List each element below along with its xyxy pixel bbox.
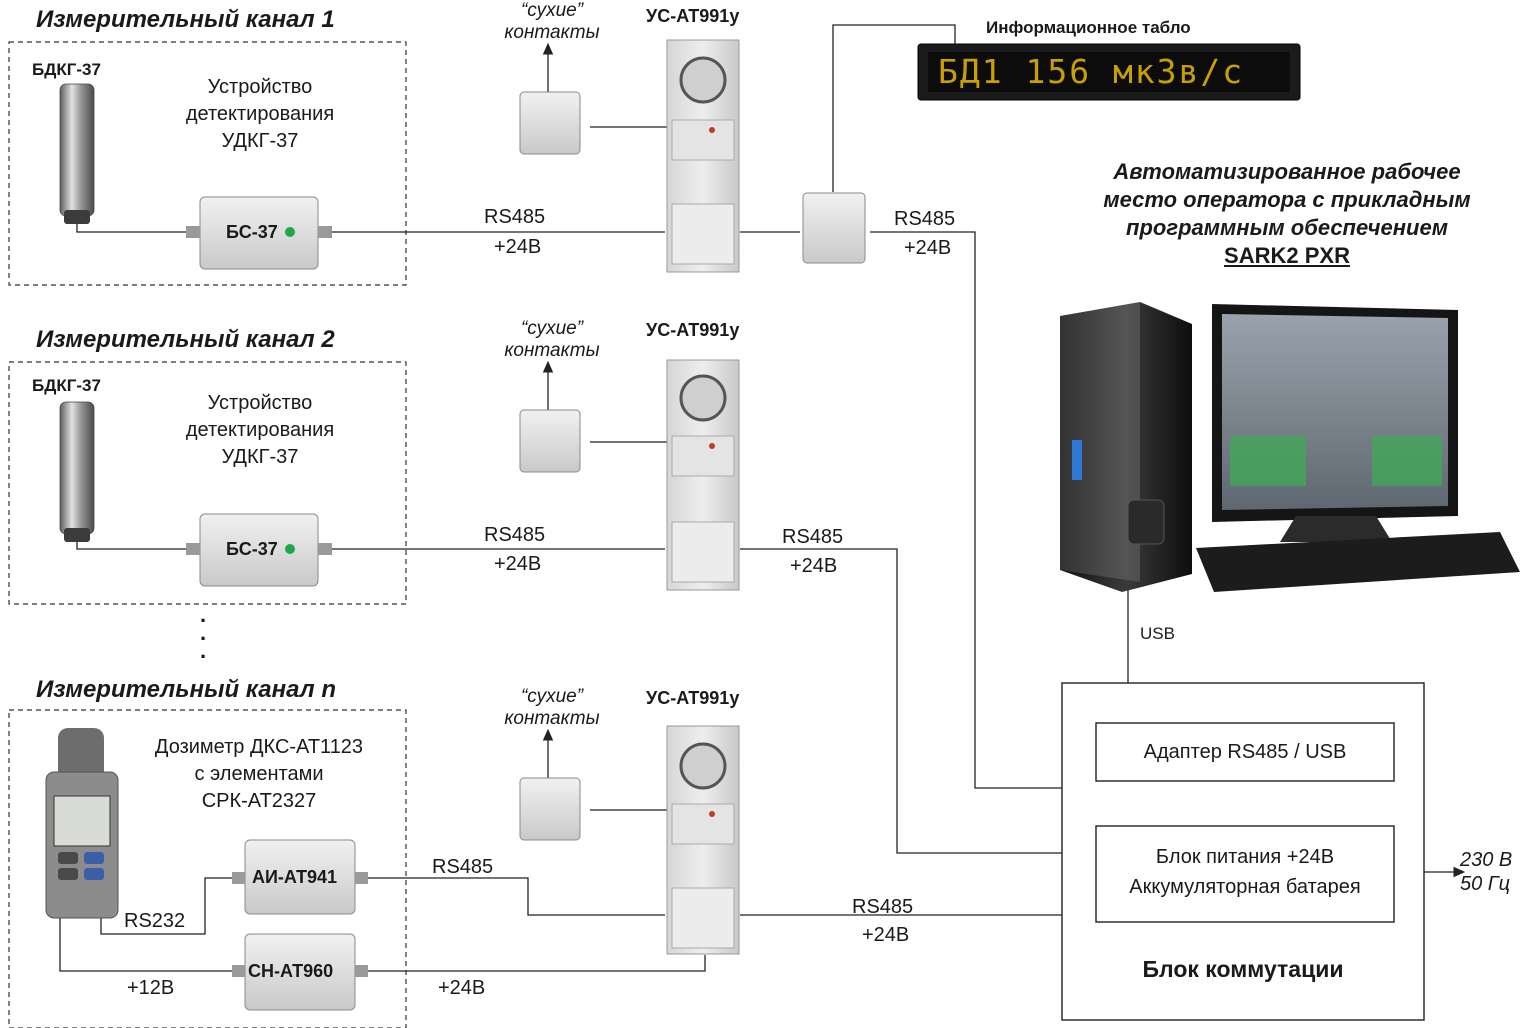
us-panel-icon xyxy=(666,359,740,591)
power-label: Блок питания +24В Аккумуляторная батарея xyxy=(1129,846,1361,898)
info-board-title: Информационное табло xyxy=(986,18,1191,37)
ai-at941-label: АИ-АТ941 xyxy=(252,867,338,887)
link-label: +24В xyxy=(438,977,486,999)
adapter-label: Адаптер RS485 / USB xyxy=(1143,741,1347,763)
junction-box-icon xyxy=(186,196,332,270)
link-label: +24В xyxy=(494,236,542,258)
link-label: RS485 xyxy=(894,208,956,230)
us-label: УС-АТ991у xyxy=(646,6,740,26)
info-board-icon xyxy=(917,43,1301,101)
cylinder-detector-icon xyxy=(59,83,95,224)
cylinder-detector-icon xyxy=(59,401,95,542)
device-description: Устройство детектирования УДКГ-37 xyxy=(185,392,335,468)
us-panel-icon xyxy=(666,39,740,273)
junction-box-icon xyxy=(232,839,368,915)
ellipsis-dots: ... xyxy=(200,602,207,663)
handheld-dosimeter-icon xyxy=(45,728,119,919)
link-label: +24В xyxy=(862,924,910,946)
dry-contacts-label: “сухие”контакты xyxy=(504,686,600,729)
link-label: RS485 xyxy=(432,856,494,878)
adapter-box xyxy=(1095,722,1395,782)
junction-box-icon xyxy=(519,91,581,841)
link-label: RS485 xyxy=(782,526,844,548)
channeln-title: Измерительный канал n xyxy=(36,676,336,703)
us-panel-icon xyxy=(666,725,740,955)
link-label: RS485 xyxy=(852,896,914,918)
detector-label: БДКГ-37 xyxy=(32,376,101,395)
us-label: УС-АТ991у xyxy=(646,320,740,340)
link-label: +12В xyxy=(127,977,175,999)
desktop-computer-icon xyxy=(1060,302,1520,592)
dry-contacts-label: “сухие”контакты xyxy=(504,0,600,43)
junction-box-icon xyxy=(186,513,332,587)
link-label: RS485 xyxy=(484,524,546,546)
bs37-label: БС-37 xyxy=(226,539,278,559)
link-label: +24В xyxy=(904,237,952,259)
device-description: Устройство детектирования УДКГ-37 xyxy=(185,76,335,152)
channel1-title: Измерительный канал 1 xyxy=(36,6,335,33)
info-board-display: БД1 156 мкЗв/с xyxy=(938,52,1245,91)
channel2-frame xyxy=(8,361,407,605)
us-label: УС-АТ991у xyxy=(646,688,740,708)
bs37-label: БС-37 xyxy=(226,222,278,242)
junction-box-icon xyxy=(802,192,866,264)
channeln-frame xyxy=(8,709,407,1028)
arm-title: Автоматизированное рабочее место операто… xyxy=(1103,159,1471,268)
switch-block-title: Блок коммутации xyxy=(1142,956,1344,982)
channel2-title: Измерительный канал 2 xyxy=(36,326,335,353)
channel1-frame xyxy=(8,41,407,286)
link-label: +24В xyxy=(790,555,838,577)
detector-label: БДКГ-37 xyxy=(32,60,101,79)
sn-at960-label: СН-АТ960 xyxy=(248,961,334,981)
dry-contacts-label: “сухие”контакты xyxy=(504,318,600,361)
link-label: RS232 xyxy=(124,910,186,932)
junction-box-icon xyxy=(232,933,368,1011)
power-box xyxy=(1095,825,1395,923)
dosimeter-description: Дозиметр ДКС-АТ1123 с элементами СРК-АТ2… xyxy=(154,736,364,812)
link-label: +24В xyxy=(494,553,542,575)
usb-label: USB xyxy=(1140,624,1175,643)
link-label: RS485 xyxy=(484,206,546,228)
arm-software: SARK2 PXR xyxy=(1224,243,1350,268)
